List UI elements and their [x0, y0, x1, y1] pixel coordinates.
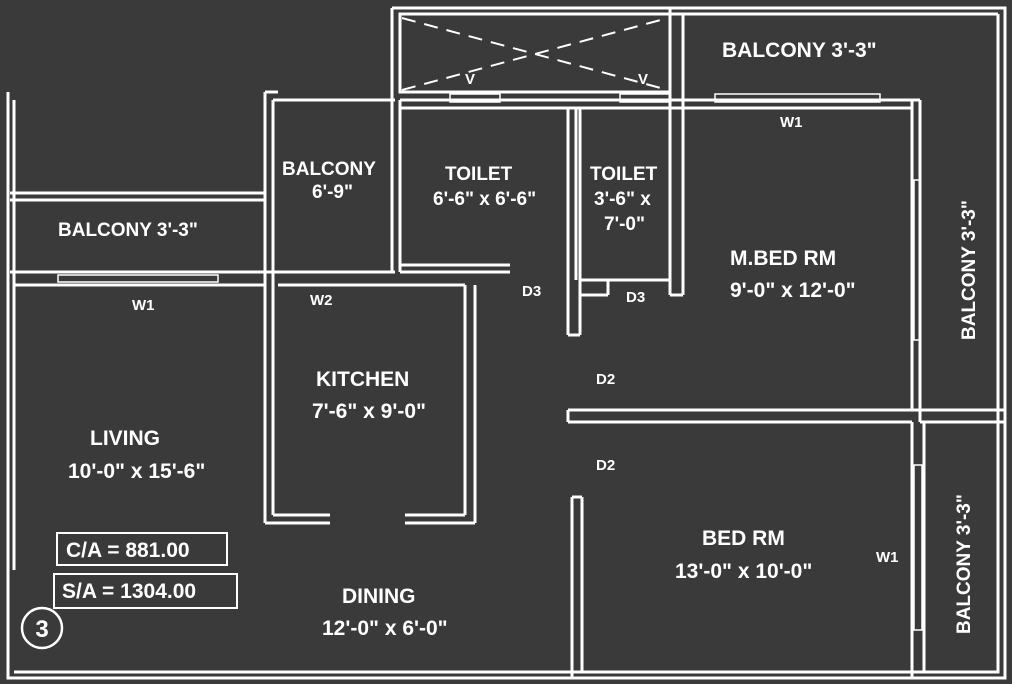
vent-v-left: V	[465, 71, 475, 88]
toilet-2-size-line2: 7'-0"	[604, 214, 645, 235]
balcony-right-top-label: BALCONY 3'-3"	[959, 200, 980, 340]
door-d3-right: D3	[626, 289, 645, 306]
master-bedroom-name: M.BED RM	[730, 247, 836, 270]
dining-name: DINING	[342, 585, 416, 608]
unit-number: 3	[35, 616, 48, 643]
living-size: 10'-0" x 15'-6"	[68, 460, 205, 483]
bedroom-size: 13'-0" x 10'-0"	[675, 560, 812, 583]
window-w1-top: W1	[780, 114, 803, 131]
window-w1-living: W1	[132, 297, 155, 314]
walls	[6, 6, 1007, 680]
balcony-top-label: BALCONY 3'-3"	[722, 39, 877, 62]
kitchen-name: KITCHEN	[316, 368, 409, 391]
toilet-1-name: TOILET	[445, 164, 513, 185]
duct-cross-icon	[401, 17, 669, 91]
window-w2: W2	[310, 292, 333, 309]
room-labels: BALCONY 3'-3" BALCONY 3'-3" BALCONY 6'-9…	[58, 39, 980, 640]
window-w1-bed: W1	[876, 549, 899, 566]
master-bedroom-size: 9'-0" x 12'-0"	[730, 279, 856, 302]
bedroom-name: BED RM	[702, 527, 785, 550]
door-d3-left: D3	[522, 283, 541, 300]
carpet-area: C/A = 881.00	[66, 539, 190, 562]
area-summary: C/A = 881.00 S/A = 1304.00	[53, 532, 238, 609]
dining-size: 12'-0" x 6'-0"	[322, 617, 448, 640]
balcony-left-label: BALCONY 3'-3"	[58, 220, 198, 241]
toilet-1-size: 6'-6" x 6'-6"	[433, 189, 536, 210]
saleable-area: S/A = 1304.00	[62, 580, 196, 603]
unit-number-badge: 3	[20, 606, 64, 650]
balcony-small-name: BALCONY	[282, 159, 376, 180]
kitchen-size: 7'-6" x 9'-0"	[312, 400, 426, 423]
balcony-right-bottom-label: BALCONY 3'-3"	[954, 494, 975, 634]
toilet-2-size-line1: 3'-6" x	[594, 189, 651, 210]
door-d2-lower: D2	[596, 457, 615, 474]
toilet-2-name: TOILET	[590, 164, 658, 185]
balcony-small-size: 6'-9"	[312, 182, 353, 203]
living-name: LIVING	[90, 427, 160, 450]
opening-markers: W1 W1 W1 W2 D3 D3 D2 D2 V V	[132, 71, 899, 566]
door-d2-upper: D2	[596, 371, 615, 388]
vent-v-right: V	[638, 71, 648, 88]
